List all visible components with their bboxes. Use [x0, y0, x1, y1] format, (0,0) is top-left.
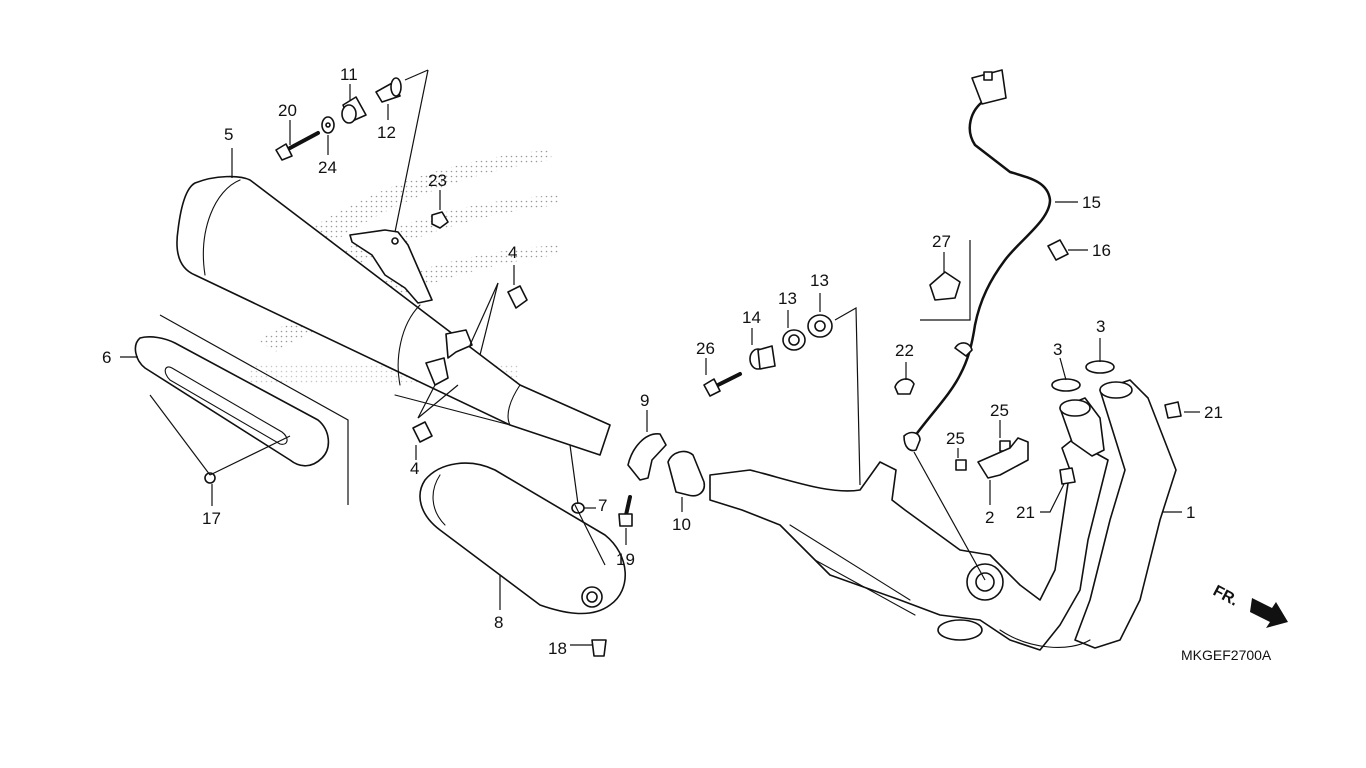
exhaust-pipe-assembly — [709, 379, 1177, 651]
side-cover — [134, 336, 330, 467]
callout-20: 20 — [278, 101, 297, 120]
bolt-25-lower — [955, 459, 967, 471]
nut-23 — [431, 211, 449, 229]
clip-27 — [929, 271, 961, 301]
bolt-20 — [275, 131, 320, 161]
front-arrow-icon — [1250, 598, 1288, 628]
rubber-13-front — [782, 329, 806, 351]
gasket-ring — [667, 450, 706, 497]
callout-24: 24 — [318, 158, 337, 177]
bolt-19 — [618, 495, 633, 527]
oxygen-sensor-harness — [903, 69, 1052, 452]
muffler-heat-shield-tabs — [425, 329, 473, 386]
callout-15: 15 — [1082, 193, 1101, 212]
nut-21-lower — [1059, 467, 1076, 485]
callout-8: 8 — [494, 613, 503, 632]
gasket-3-right — [1085, 360, 1115, 374]
nut-21-right — [1164, 401, 1182, 419]
heat-shield-cover — [419, 462, 626, 615]
muffler-band — [627, 433, 667, 481]
callout-12: 12 — [377, 123, 396, 142]
callout-21: 21 — [1016, 503, 1035, 522]
rubber-bushing-11 — [341, 96, 367, 124]
callout-3: 3 — [1053, 340, 1062, 359]
muffler-mount-bracket — [349, 229, 433, 304]
front-direction-indicator: FR. — [1210, 583, 1288, 628]
callout-4: 4 — [508, 243, 517, 262]
callout-11: 11 — [340, 65, 358, 84]
callout-25: 25 — [946, 429, 965, 448]
bolt-26 — [703, 372, 742, 397]
clamp-22 — [894, 378, 915, 395]
callout-7: 7 — [598, 496, 607, 515]
callout-27: 27 — [932, 232, 951, 251]
screw-18 — [591, 639, 607, 657]
screw-17 — [204, 472, 216, 484]
rubber-13-rear — [807, 314, 833, 338]
callout-16: 16 — [1092, 241, 1111, 260]
gasket-3-left — [1051, 378, 1081, 392]
callout-5: 5 — [224, 125, 233, 144]
washer-24 — [321, 116, 335, 134]
rubber-4-lower — [412, 421, 433, 443]
callout-1: 1 — [1186, 503, 1195, 522]
direction-label: FR. — [1210, 583, 1241, 610]
clamp-16 — [1047, 239, 1069, 261]
callout-13: 13 — [778, 289, 797, 308]
callout-14: 14 — [742, 308, 761, 327]
collar-12 — [375, 77, 402, 103]
callout-21: 21 — [1204, 403, 1223, 422]
callout-2: 2 — [985, 508, 994, 527]
callout-13: 13 — [810, 271, 829, 290]
callout-6: 6 — [102, 348, 111, 367]
callout-26: 26 — [696, 339, 715, 358]
callout-22: 22 — [895, 341, 914, 360]
leader-lines — [120, 69, 1200, 646]
collar-14 — [749, 345, 776, 370]
drawing-code: MKGEF2700A — [1181, 647, 1272, 663]
callout-3: 3 — [1096, 317, 1105, 336]
callout-17: 17 — [202, 509, 221, 528]
callout-10: 10 — [672, 515, 691, 534]
rubber-4-upper — [507, 285, 528, 309]
callout-18: 18 — [548, 639, 567, 658]
callout-9: 9 — [640, 391, 649, 410]
callout-labels: 1 2 3 3 4 4 5 6 7 8 9 10 11 12 13 13 14 … — [102, 65, 1223, 658]
callout-23: 23 — [428, 171, 447, 190]
bracket-2 — [977, 437, 1029, 479]
callout-4: 4 — [410, 459, 419, 478]
callout-25: 25 — [990, 401, 1009, 420]
callout-19: 19 — [616, 550, 635, 569]
